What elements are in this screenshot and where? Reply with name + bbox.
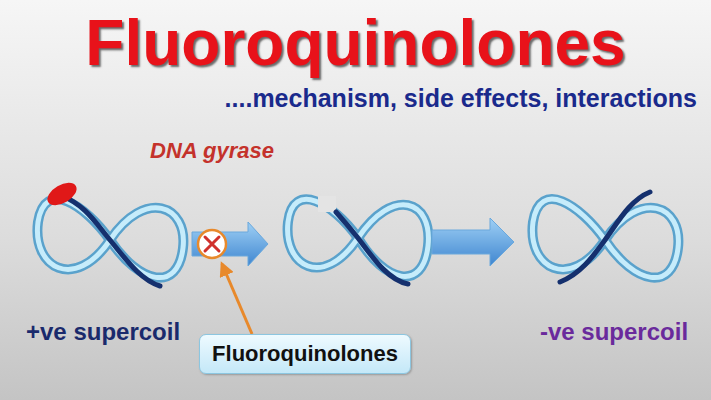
drug-name: Fluoroquinolones: [212, 341, 398, 367]
enzyme-label: DNA gyrase: [150, 138, 274, 164]
state-label: -ve supercoil: [540, 318, 688, 346]
inhibition-cross: [205, 237, 219, 251]
pointer-arrow: [222, 264, 252, 334]
cut-gap: [318, 196, 336, 212]
inhibition-circle: [198, 230, 226, 258]
state-label: +ve supercoil: [26, 318, 180, 346]
dna-strand: [62, 196, 160, 286]
drug-box: Fluoroquinolones: [199, 334, 411, 374]
subtitle: ....mechanism, side effects, interaction…: [225, 84, 697, 113]
title: Fluoroquinolones: [0, 6, 711, 80]
block-arrow: [192, 222, 268, 266]
dna-strand: [336, 212, 408, 284]
gyrase-enzyme: [44, 178, 81, 210]
blocked-arrow: [192, 222, 268, 266]
dna-strand: [560, 192, 650, 282]
negative-supercoil-figure: [532, 192, 678, 282]
relaxed-figure: [288, 196, 429, 284]
block-arrow: [432, 218, 514, 266]
positive-supercoil-figure: [37, 178, 183, 286]
